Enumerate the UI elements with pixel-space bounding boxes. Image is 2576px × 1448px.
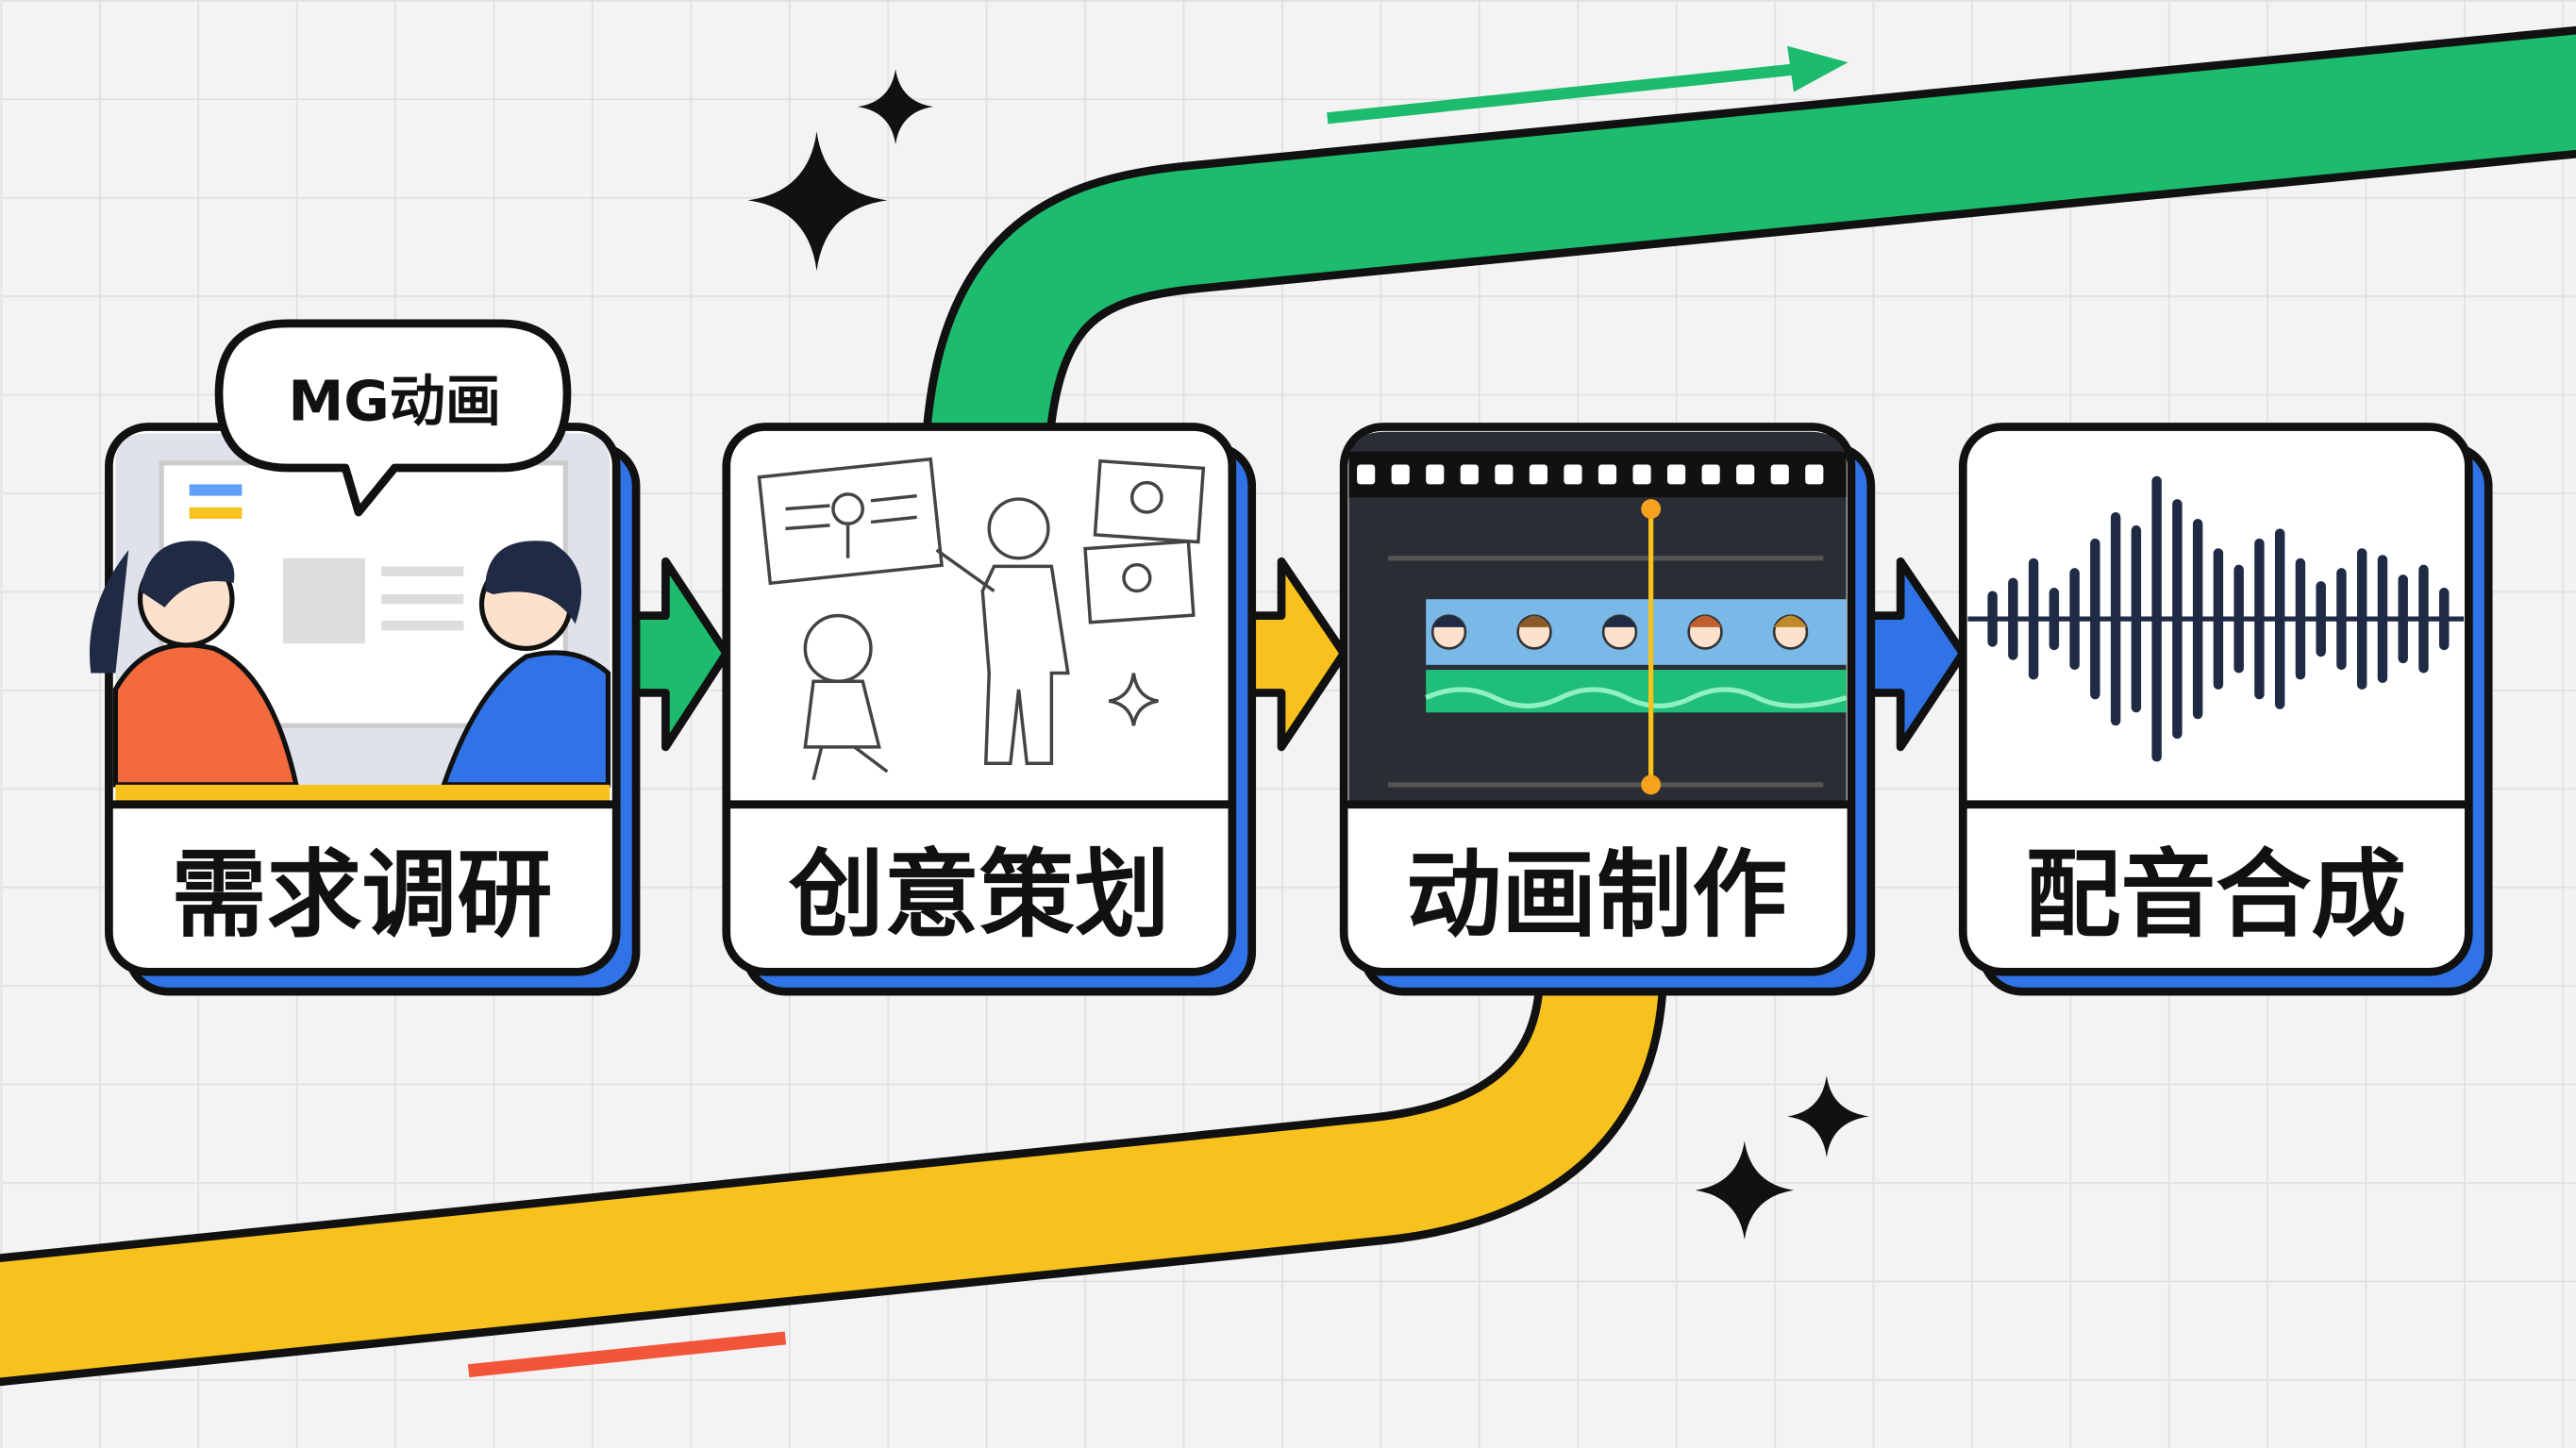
step-label: 动画制作 [1406, 839, 1787, 950]
film-hole [1736, 464, 1755, 485]
film-hole [1701, 464, 1720, 485]
storyboard-sketch-illustration [757, 457, 1206, 781]
film-hole [1564, 464, 1582, 485]
sparkle-icon [1695, 1140, 1795, 1240]
film-hole [1495, 464, 1514, 485]
red-accent-line [467, 1331, 787, 1378]
film-hole [1391, 464, 1410, 485]
sparkle-icon [747, 131, 888, 272]
step-card-research: 需求调研 [89, 423, 641, 996]
film-hole [1460, 464, 1479, 485]
green-band [920, 25, 2576, 493]
thumbnail-hair [1688, 615, 1722, 627]
film-hole [1667, 464, 1686, 485]
step-label: 配音合成 [2025, 839, 2406, 950]
thumbnail-hair [1517, 615, 1551, 627]
step-card-voiceover: 配音合成 [1958, 423, 2493, 996]
film-hole [1805, 464, 1824, 485]
green-arrow-line [1327, 45, 1848, 125]
film-hole [1426, 464, 1445, 485]
film-hole [1597, 464, 1617, 485]
video-timeline-illustration [1348, 431, 1848, 805]
film-hole [1357, 464, 1376, 485]
speech-bubble: MG动画 [214, 319, 572, 517]
bubble-text: MG动画 [288, 369, 501, 434]
yellow-band [0, 967, 1668, 1387]
step-card-production: 动画制作 [1339, 423, 1876, 996]
sparkle-icon [858, 69, 934, 145]
step-label: 创意策划 [789, 839, 1170, 950]
film-hole [1632, 464, 1651, 485]
film-hole [1529, 464, 1547, 485]
step-label: 需求调研 [172, 839, 553, 950]
step-card-planning: 创意策划 [722, 423, 1257, 996]
meeting-illustration [89, 433, 611, 802]
thumbnail-hair [1603, 615, 1636, 627]
thumbnail-hair [1432, 615, 1465, 627]
audio-waveform-illustration [1967, 475, 2465, 762]
sparkle-icon [1787, 1074, 1870, 1157]
thumbnail-hair [1774, 615, 1807, 627]
film-hole [1770, 464, 1789, 485]
